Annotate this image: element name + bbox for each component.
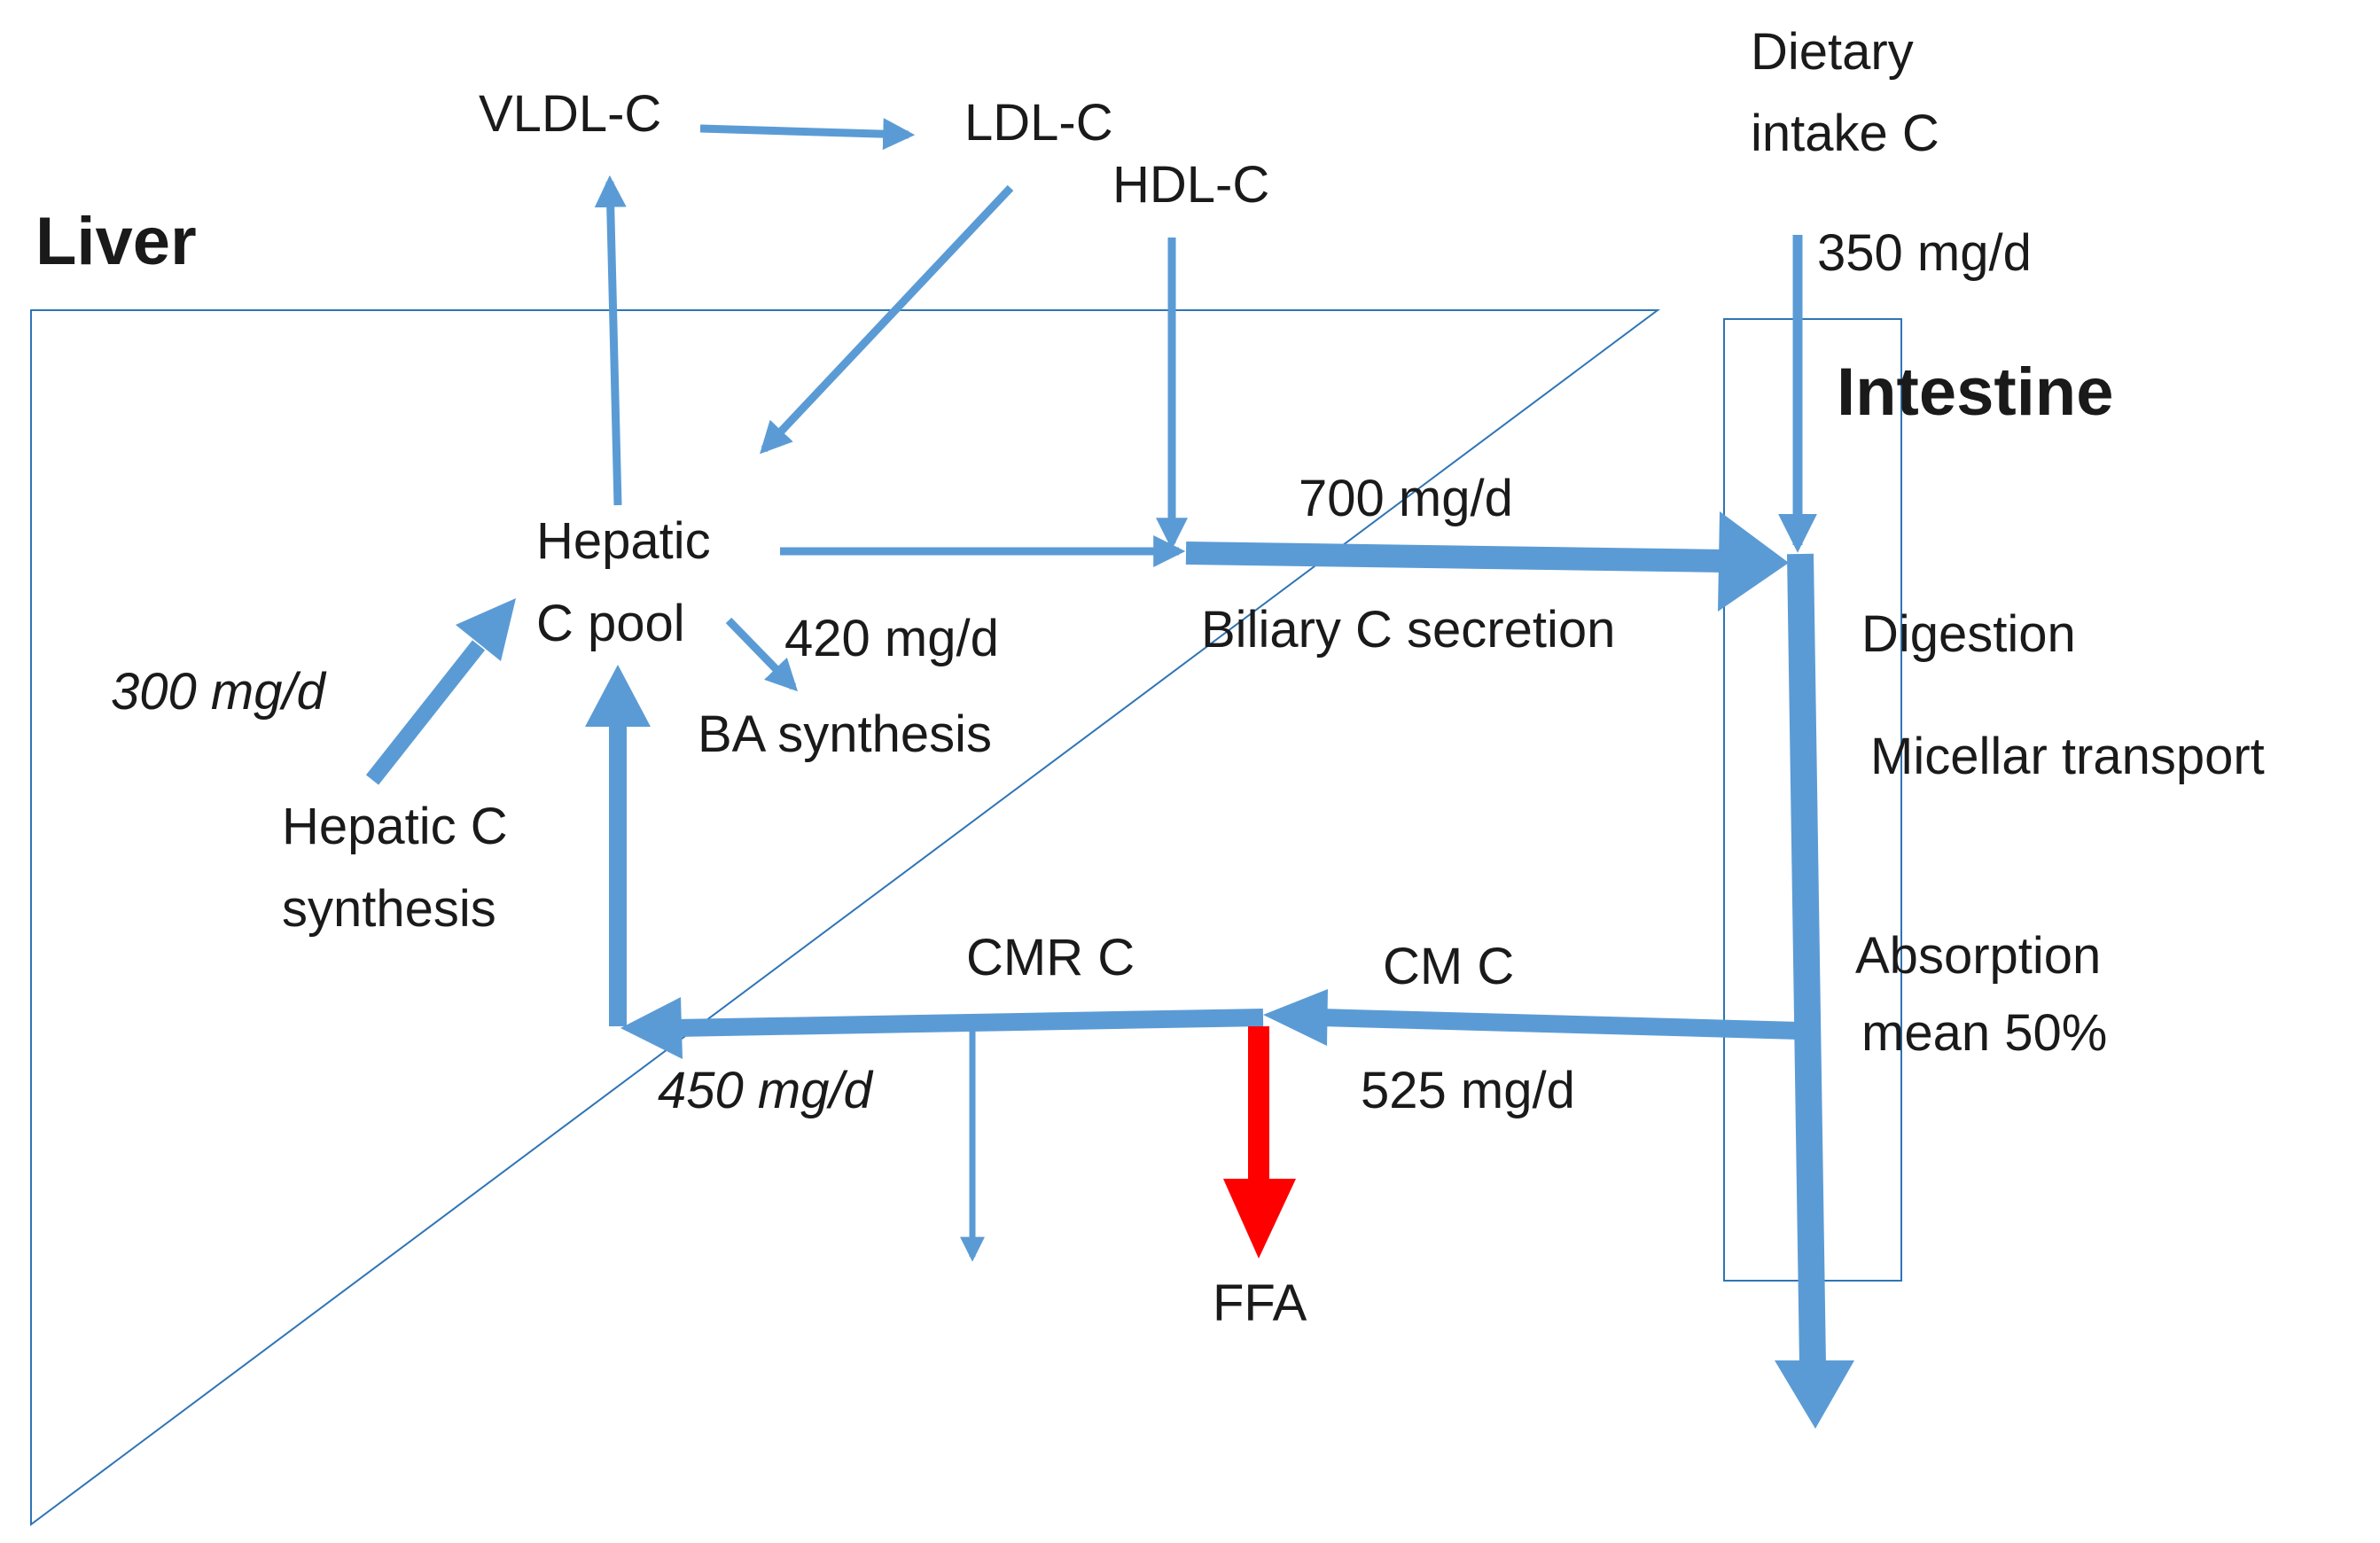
- dietary-intake-label-line1: Dietary: [1751, 23, 1914, 81]
- arrow-hepatic-pool-to-vldl: [594, 175, 627, 506]
- thick-arrows: [365, 511, 1854, 1429]
- liver-label: Liver: [35, 204, 197, 279]
- hdl-label: HDL-C: [1112, 156, 1269, 214]
- arrow-ldl-to-hepatic-pool: [760, 184, 1014, 455]
- thin-arrows: [594, 118, 1817, 1262]
- hepatic-synthesis-rate: 300 mg/d: [111, 663, 327, 721]
- liver-region-outline: [30, 309, 1661, 1526]
- ba-synthesis-label: BA synthesis: [698, 705, 992, 763]
- arrow-biliary-head: [1718, 511, 1789, 612]
- hepatic-synthesis-label-line2: synthesis: [282, 880, 496, 938]
- cmr-label: CMR C: [966, 929, 1135, 986]
- absorption-label-line2: mean 50%: [1861, 1004, 2107, 1062]
- arrow-cm-head: [1263, 989, 1328, 1046]
- intestine-label: Intestine: [1837, 355, 2114, 430]
- hepatic-synthesis-label-line1: Hepatic C: [282, 798, 508, 855]
- arrow-cmr-return-head: [620, 997, 683, 1059]
- arrow-biliary-shaft: [1185, 542, 1725, 573]
- micellar-transport-label: Micellar transport: [1870, 728, 2265, 785]
- dietary-intake-label-line2: intake C: [1751, 105, 1939, 162]
- ba-synthesis-rate: 420 mg/d: [784, 610, 999, 667]
- ffa-label: FFA: [1213, 1274, 1307, 1332]
- vldl-label: VLDL-C: [479, 85, 661, 143]
- arrow-cm-shaft: [1320, 1009, 1800, 1040]
- arrow-hepatic-synthesis-shaft: [365, 640, 486, 785]
- cm-rate: 525 mg/d: [1361, 1062, 1575, 1119]
- arrow-vldl-to-ldl: [699, 118, 916, 151]
- arrow-hepatic-pool-to-ba-synthesis: [725, 617, 799, 692]
- hepatic-pool-label-line1: Hepatic: [536, 512, 711, 570]
- biliary-secretion-label: Biliary C secretion: [1201, 601, 1615, 659]
- arrow-intestine-shaft: [1787, 553, 1826, 1366]
- digestion-label: Digestion: [1861, 605, 2076, 663]
- cmr-return-rate: 450 mg/d: [658, 1062, 874, 1119]
- cm-label: CM C: [1383, 938, 1514, 995]
- ldl-label: LDL-C: [964, 94, 1113, 152]
- biliary-secretion-rate: 700 mg/d: [1299, 470, 1513, 527]
- arrow-return-to-pool-head: [585, 665, 651, 727]
- hepatic-pool-label-line2: C pool: [536, 595, 685, 652]
- arrow-cmr-return-shaft: [675, 1009, 1264, 1037]
- arrow-hepatic-synthesis-head: [456, 598, 516, 661]
- arrow-ffa-head: [1223, 1179, 1296, 1259]
- arrow-intestine-head: [1775, 1360, 1854, 1429]
- dietary-intake-rate: 350 mg/d: [1817, 224, 2032, 282]
- absorption-label-line1: Absorption: [1855, 927, 2101, 985]
